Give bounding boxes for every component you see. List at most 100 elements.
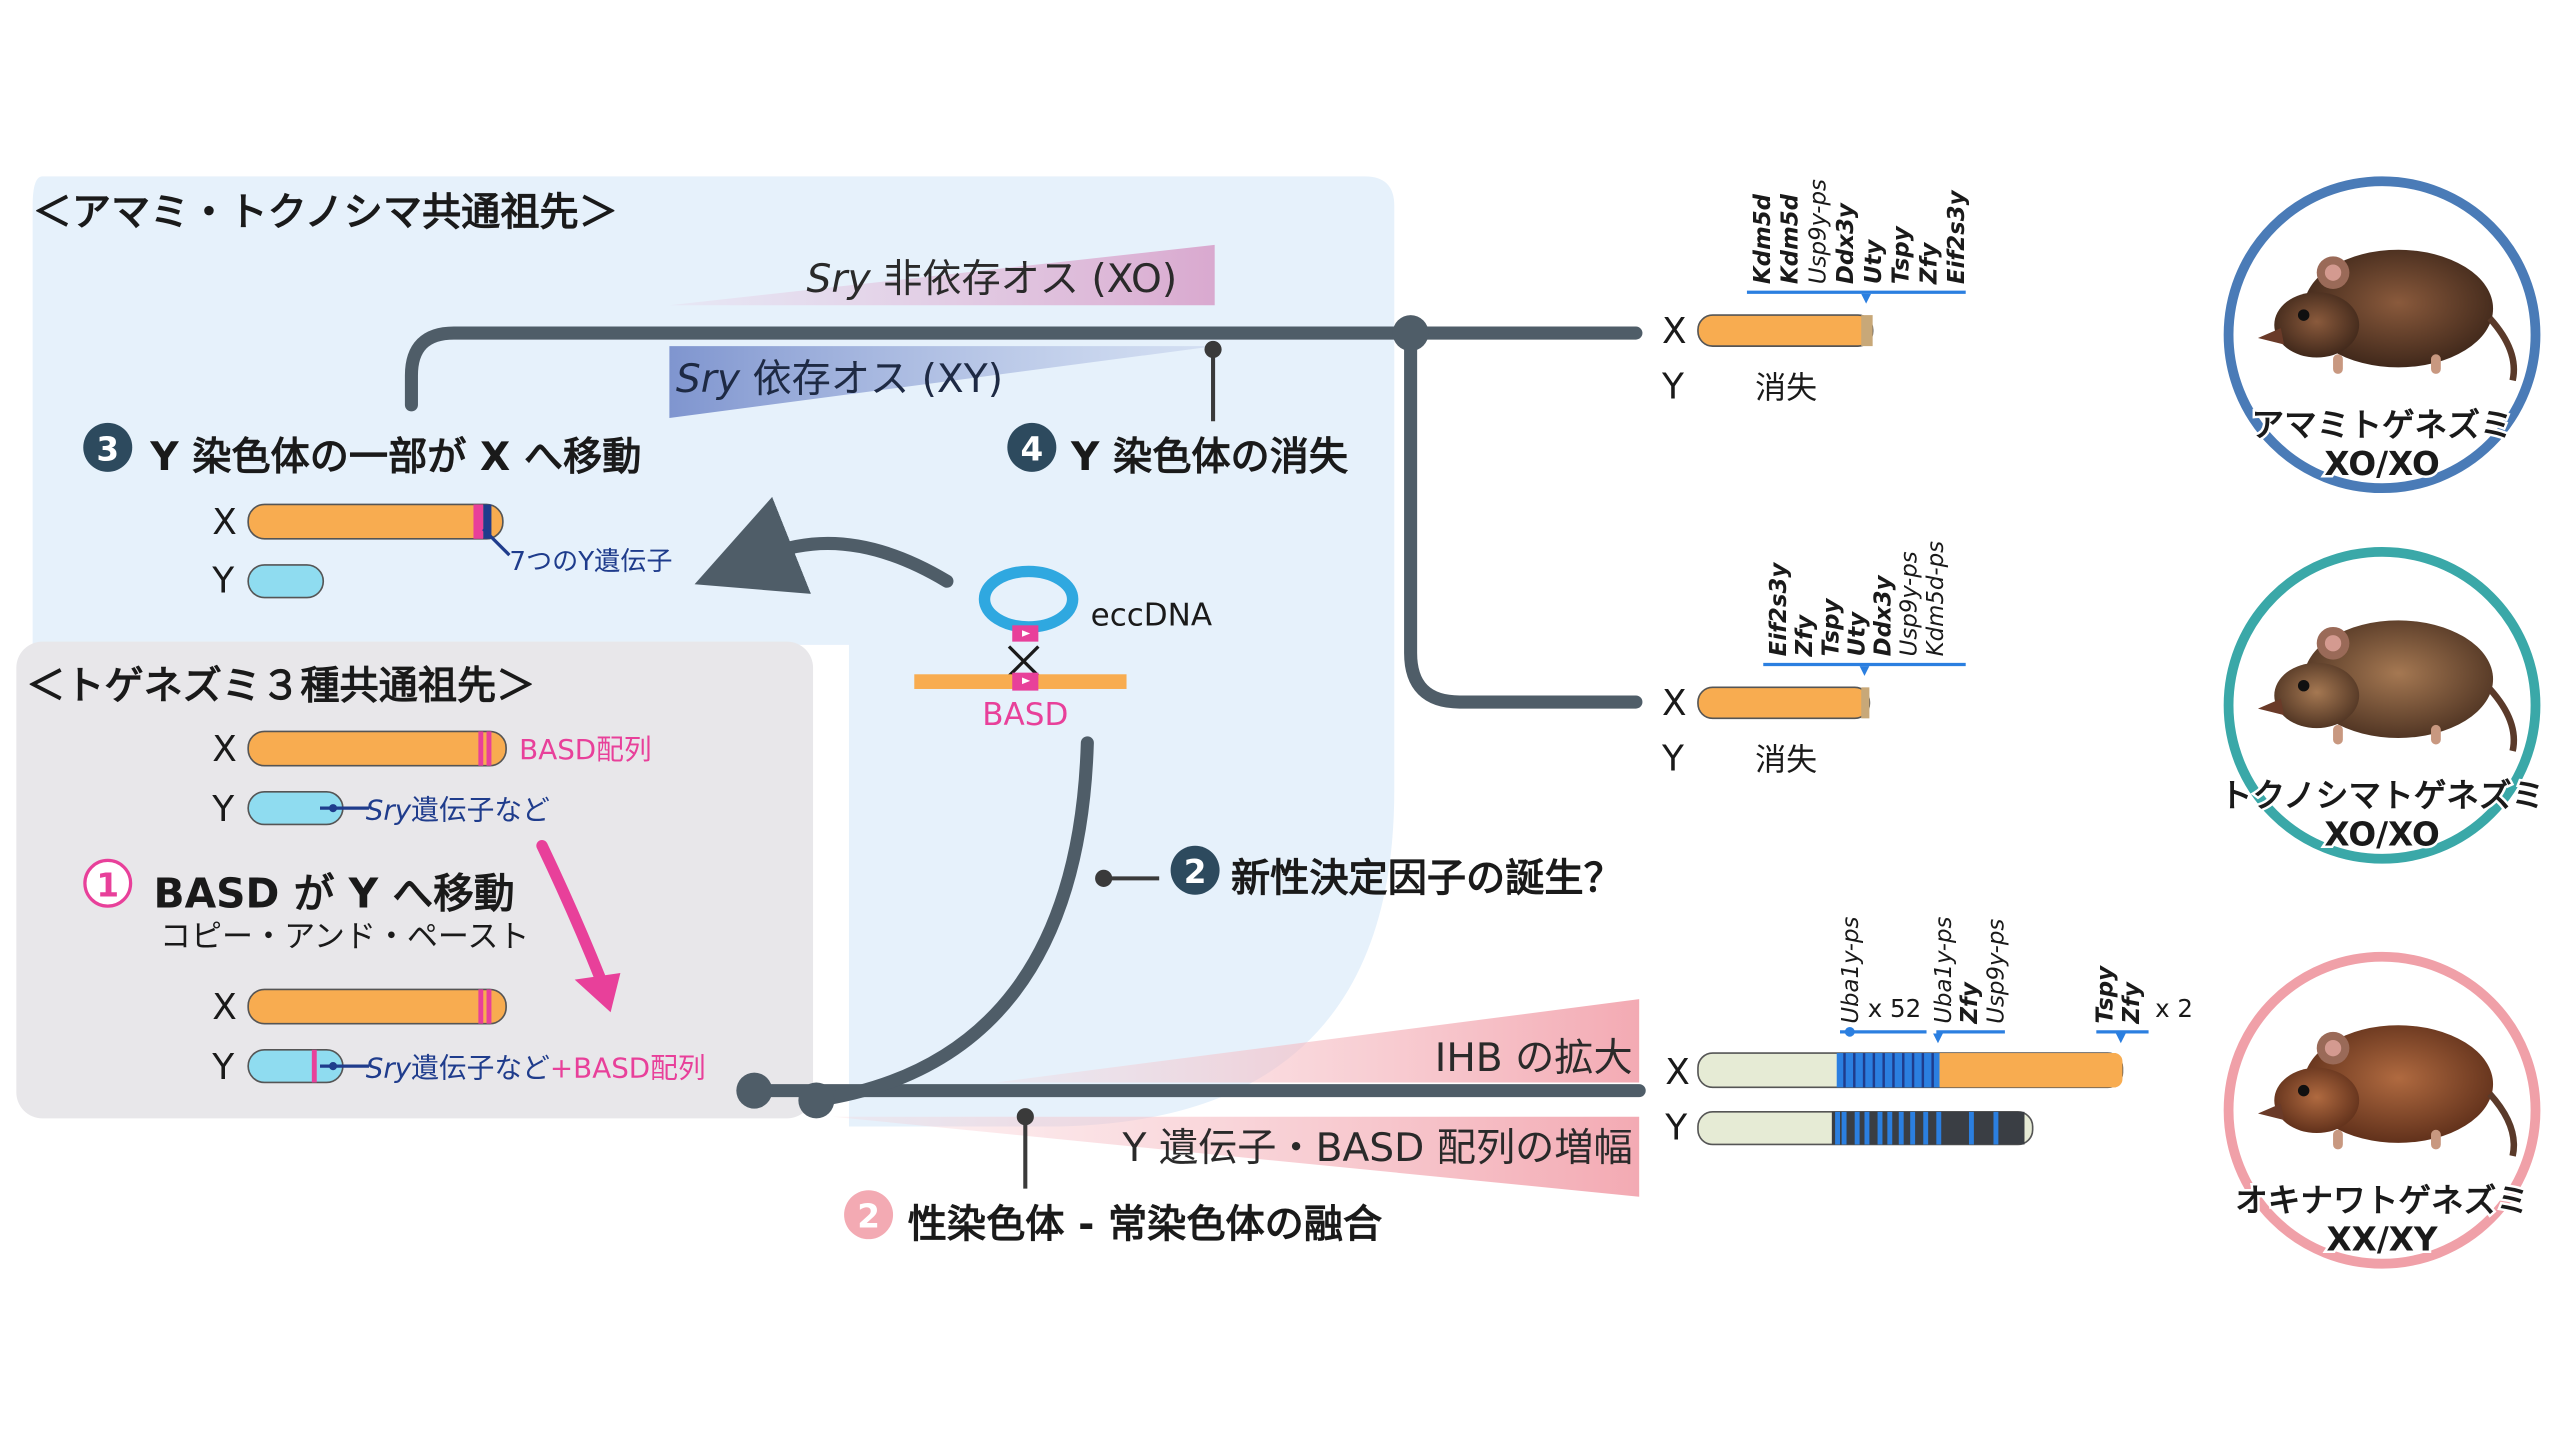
gene-label: Kdm5d-ps — [1923, 541, 1949, 657]
svg-text:7つのY遺伝子: 7つのY遺伝子 — [509, 547, 672, 577]
wedge-ihb — [995, 999, 1640, 1083]
mouse-illustration — [2257, 620, 2518, 752]
svg-text:X: X — [1662, 683, 1687, 724]
wedge-xy-label: Sry 依存オス (XY) — [676, 357, 1003, 402]
gene-label: Usp9y-ps — [1983, 919, 2009, 1024]
species-portraits: アマミトゲネズミXO/XOトクノシマトゲネズミXO/XOオキナワトゲネズミXX/… — [2217, 176, 2547, 1269]
gene-label: Uba1y-ps — [1838, 916, 1864, 1023]
step-4-label: 4 Y 染色体の消失 — [1007, 422, 1349, 480]
svg-text:Y: Y — [1661, 366, 1684, 407]
wedge-xo — [669, 244, 1215, 306]
svg-text:BASD配列: BASD配列 — [519, 733, 652, 766]
species-karyotype: XX/XY — [2327, 1221, 2438, 1259]
gene-label: Ddx3y — [1871, 574, 1897, 656]
svg-text:Y 染色体の消失: Y 染色体の消失 — [1070, 435, 1349, 480]
svg-text:コピー・アンド・ペースト: コピー・アンド・ペースト — [160, 919, 529, 955]
gene-label: Usp9y-ps — [1805, 179, 1831, 284]
step-3-label: 3 Y 染色体の一部が X へ移動 — [83, 422, 641, 480]
gene-label: Uty — [1861, 239, 1887, 284]
wedge-amplification — [832, 1116, 1640, 1197]
species-name: アマミトゲネズミ — [2251, 406, 2512, 444]
panel-title-three-species: ＜トゲネズミ３種共通祖先＞ — [26, 664, 535, 709]
svg-text:x 2: x 2 — [2155, 994, 2193, 1023]
step-1-pink-arrow — [536, 840, 607, 986]
svg-text:Y: Y — [211, 561, 234, 602]
svg-text:消失: 消失 — [1755, 370, 1817, 406]
panel-amami-tokunoshima — [32, 176, 1395, 1127]
gene-label: Zfy — [1792, 614, 1818, 658]
svg-text:X: X — [212, 987, 237, 1028]
tree-nodes — [736, 315, 1429, 1119]
svg-text:Y: Y — [1664, 1108, 1687, 1149]
svg-text:1: 1 — [96, 866, 119, 904]
svg-text:2: 2 — [1184, 853, 1207, 891]
svg-text:X: X — [1665, 1052, 1690, 1093]
gene-label: Eif2s3y — [1766, 562, 1792, 657]
gene-label: Zfy — [1957, 981, 1983, 1025]
svg-text:新性決定因子の誕生？: 新性決定因子の誕生？ — [1231, 856, 1623, 901]
svg-text:X: X — [212, 502, 237, 543]
svg-text:Sry遺伝子など: Sry遺伝子など — [366, 794, 550, 827]
svg-text:Y: Y — [211, 1047, 234, 1088]
svg-text:性染色体 - 常染色体の融合: 性染色体 - 常染色体の融合 — [908, 1203, 1383, 1248]
mouse-illustration — [2257, 1025, 2518, 1157]
mouse-illustration — [2257, 249, 2518, 382]
chromosomes-ancestor-bottom: X Y Sry遺伝子など+BASD配列 — [211, 987, 705, 1088]
svg-text:Y 染色体の一部が X へ移動: Y 染色体の一部が X へ移動 — [149, 435, 641, 480]
panel-title-amami-tokunoshima: ＜アマミ・トクノシマ共通祖先＞ — [33, 190, 618, 235]
svg-text:Y: Y — [1661, 739, 1684, 780]
species-name: トクノシマトゲネズミ — [2220, 777, 2544, 815]
gene-label: Uty — [1844, 611, 1870, 656]
phylo-tree — [404, 326, 1646, 1107]
svg-text:Sry遺伝子など+BASD配列: Sry遺伝子など+BASD配列 — [366, 1052, 706, 1085]
step-1-arrowhead — [574, 973, 621, 1013]
gene-label: Ddx3y — [1833, 202, 1859, 284]
gene-label: Zfy — [2119, 981, 2145, 1025]
species-karyotype: XO/XO — [2324, 816, 2439, 854]
transfer-arrow — [694, 496, 954, 594]
species-karyotype: XO/XO — [2324, 445, 2439, 483]
svg-text:x 52: x 52 — [1868, 994, 1921, 1023]
gene-label: Kdm5d — [1778, 193, 1804, 284]
gene-label: Eif2s3y — [1944, 189, 1970, 284]
svg-text:3: 3 — [96, 430, 119, 468]
step-2b-label: 2 性染色体 - 常染色体の融合 — [844, 1190, 1383, 1248]
callout-lines — [1016, 340, 1222, 1189]
svg-text:Y: Y — [211, 789, 234, 830]
svg-text:4: 4 — [1020, 430, 1043, 468]
gene-label: Kdm5d — [1750, 193, 1776, 284]
wedge-xo-label: Sry 非依存オス (XO) — [807, 257, 1178, 302]
gene-label: Uba1y-ps — [1931, 916, 1957, 1023]
wedge-ihb-label: IHB の拡大 — [1435, 1036, 1633, 1081]
svg-text:BASD が Y へ移動: BASD が Y へ移動 — [153, 870, 514, 918]
svg-text:BASD: BASD — [982, 697, 1068, 733]
gene-label: Tspy — [2093, 965, 2119, 1024]
step-1-label: 1 BASD が Y へ移動 コピー・アンド・ペースト — [83, 858, 529, 955]
svg-text:X: X — [1662, 311, 1687, 352]
eccdna-illustration: eccDNA BASD — [914, 565, 1213, 733]
wedge-amplification-label: Y 遺伝子・BASD 配列の増幅 — [1122, 1126, 1633, 1171]
gene-label: Tspy — [1889, 225, 1915, 284]
svg-text:2: 2 — [857, 1198, 880, 1236]
gene-label: Tspy — [1818, 598, 1844, 657]
svg-text:消失: 消失 — [1755, 743, 1817, 779]
chromosomes-amami-tokunoshima: X 7つのY遺伝子 Y — [211, 502, 672, 602]
gene-label: Zfy — [1916, 242, 1942, 286]
svg-text:eccDNA: eccDNA — [1091, 597, 1213, 633]
step-2a-label: 2 新性決定因子の誕生？ — [1170, 845, 1623, 901]
chromosomes-ancestor-top: X BASD配列 Y Sry遺伝子など — [211, 729, 651, 830]
species-name: オキナワトゲネズミ — [2235, 1181, 2529, 1219]
gene-label: Usp9y-ps — [1897, 551, 1923, 656]
svg-text:X: X — [212, 729, 237, 770]
